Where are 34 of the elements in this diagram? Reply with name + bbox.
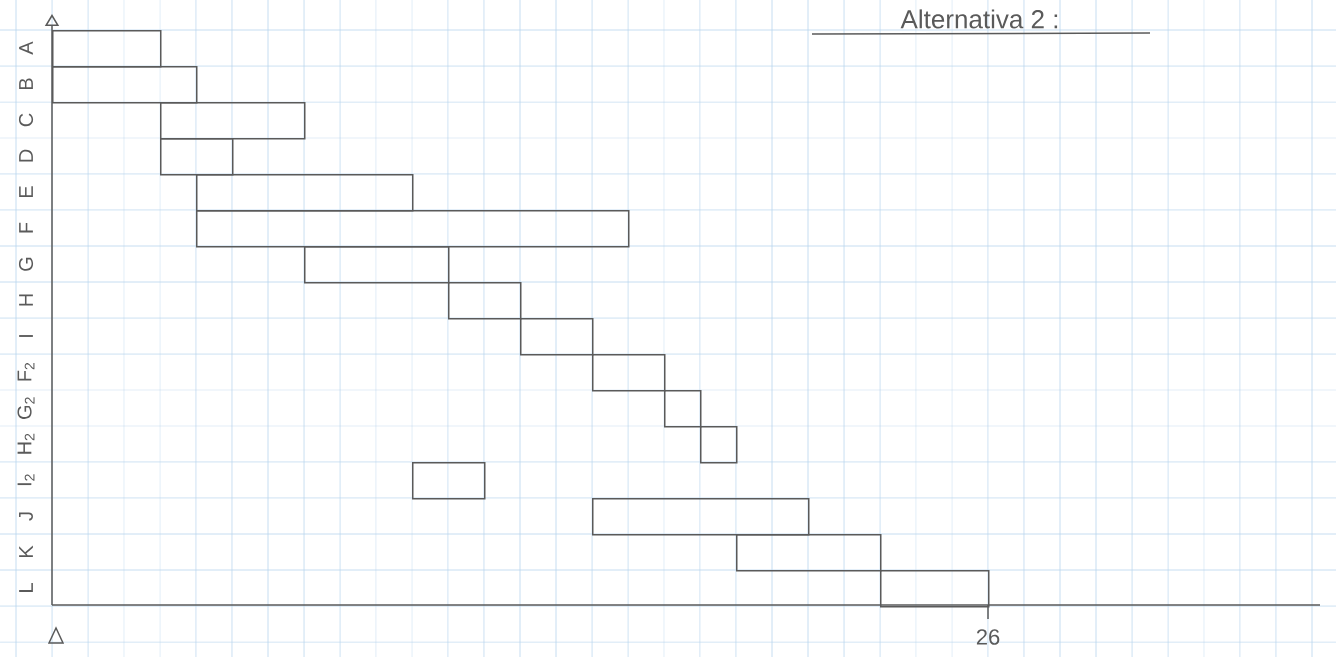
row-label: L bbox=[19, 583, 33, 592]
gantt-bar bbox=[664, 390, 702, 428]
row-label: H bbox=[19, 294, 33, 306]
row-label: K bbox=[19, 545, 33, 558]
gantt-bar bbox=[304, 246, 450, 284]
axis-number: 26 bbox=[976, 629, 1000, 645]
row-label: G$_{2}$ bbox=[17, 397, 35, 419]
row-label: H$_{2}$ bbox=[17, 433, 35, 454]
row-label: I bbox=[19, 335, 33, 337]
gantt-bar bbox=[736, 534, 882, 572]
row-label: D bbox=[19, 149, 33, 162]
gantt-bar bbox=[160, 102, 306, 140]
gantt-bar bbox=[448, 282, 522, 320]
gantt-bar bbox=[412, 462, 486, 500]
row-label: A bbox=[19, 41, 33, 55]
row-label: I$_{2}$ bbox=[17, 474, 35, 486]
gantt-bar bbox=[52, 30, 162, 68]
gantt-bar bbox=[700, 426, 738, 464]
gantt-bar bbox=[880, 570, 990, 608]
gantt-bar bbox=[520, 318, 594, 356]
gantt-bar bbox=[196, 174, 414, 212]
row-label: C bbox=[18, 113, 34, 127]
row-label: F$_{2}$ bbox=[17, 362, 35, 381]
row-label: F bbox=[19, 222, 33, 233]
row-label: G bbox=[18, 257, 34, 271]
gantt-bar bbox=[592, 354, 666, 392]
row-label: B bbox=[19, 78, 33, 90]
gantt-bar bbox=[52, 66, 198, 104]
gantt-bar bbox=[160, 138, 234, 176]
title: Alternativa 2 : bbox=[900, 9, 1058, 29]
row-label: J bbox=[19, 512, 33, 521]
row-label: E bbox=[19, 186, 33, 198]
gantt-bar bbox=[196, 210, 630, 248]
gantt-bar bbox=[592, 498, 810, 536]
